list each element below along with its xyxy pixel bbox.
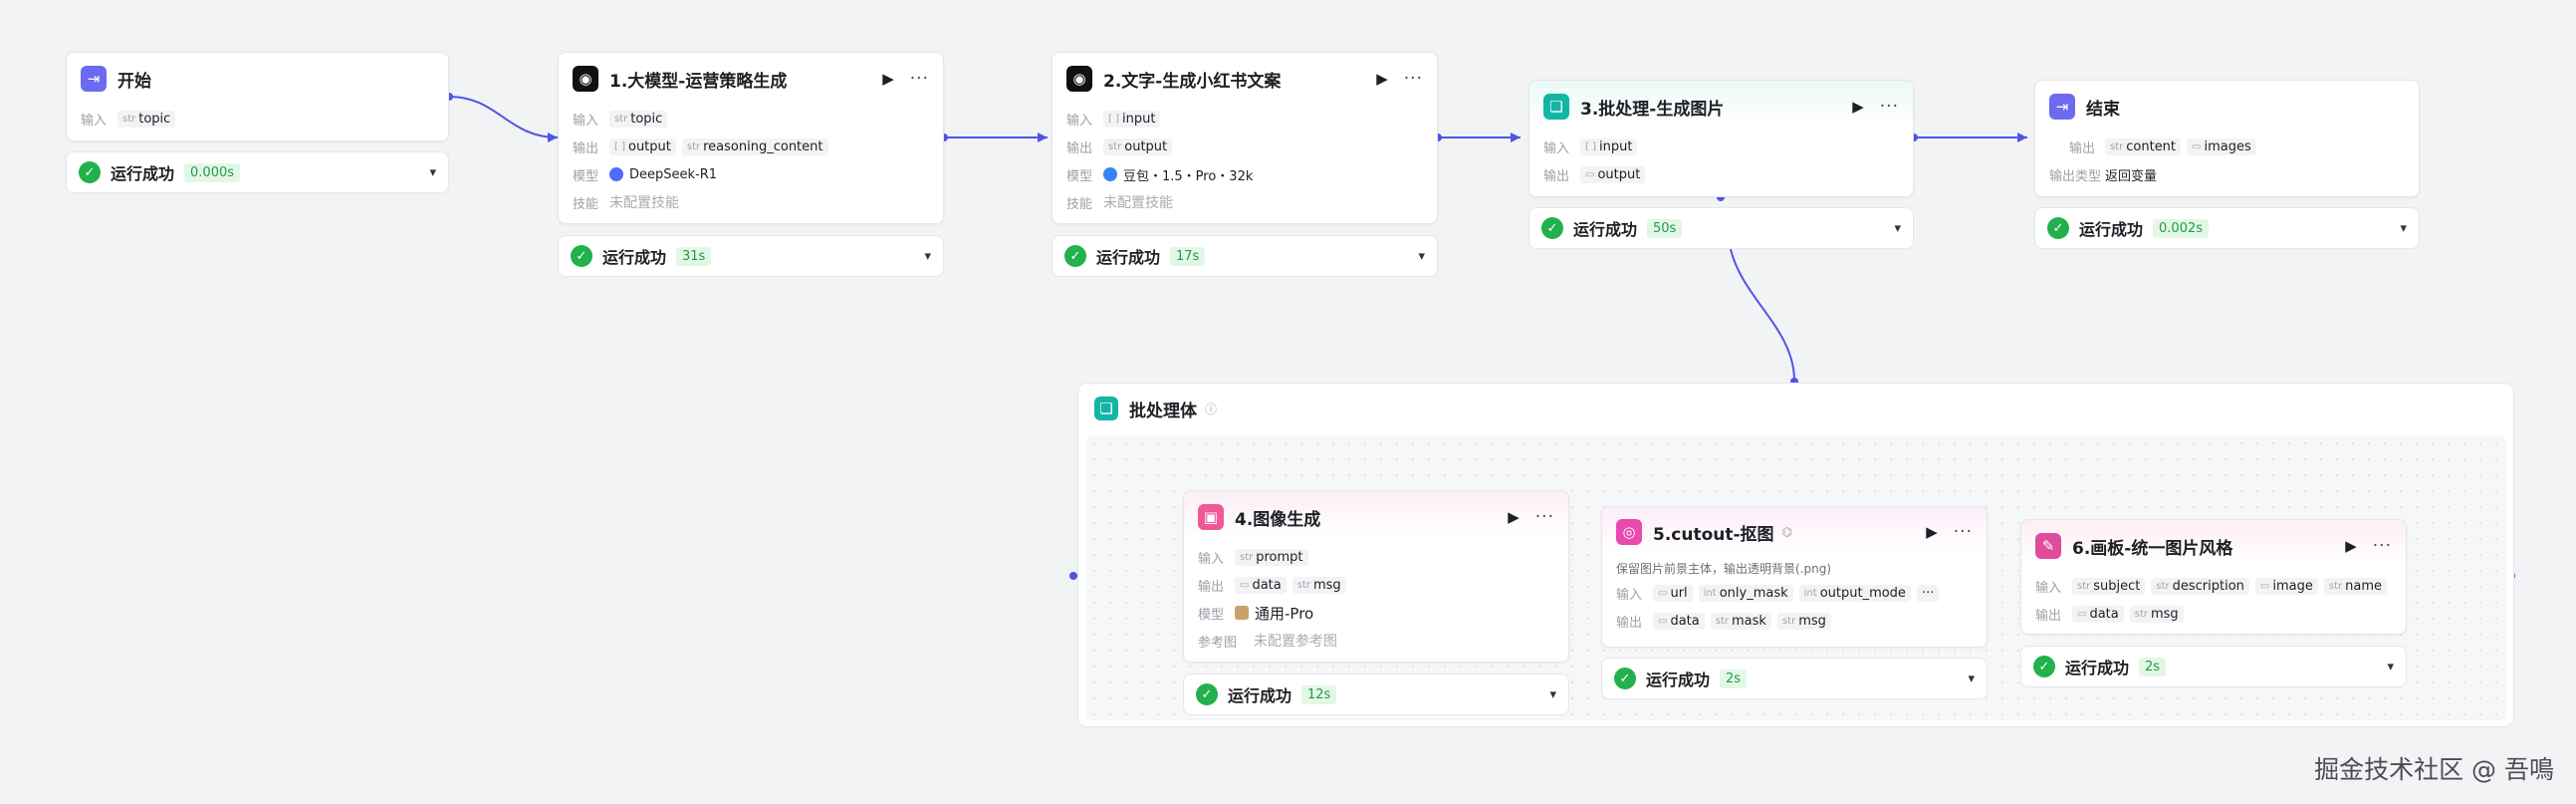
chevron-down-icon[interactable]: ▾ <box>429 164 436 180</box>
start-status[interactable]: ✓ 运行成功 0.000s ▾ <box>66 151 449 193</box>
run-icon[interactable]: ▶ <box>882 70 894 88</box>
image-type-icon: ▭ <box>2192 140 2202 152</box>
batch-node[interactable]: ❏ 3.批处理-生成图片 ▶ ··· 输入 [ ]input 输出 ▭outpu… <box>1528 80 1914 197</box>
more-icon[interactable]: ··· <box>1879 97 1899 117</box>
chevron-down-icon[interactable]: ▾ <box>2387 659 2394 674</box>
chevron-down-icon[interactable]: ▾ <box>1968 670 1975 686</box>
canvas-icon: ✎ <box>2035 533 2061 559</box>
start-icon: ⇥ <box>81 66 107 92</box>
more-icon[interactable]: ··· <box>1403 69 1423 89</box>
node-title: 开始 <box>117 71 151 92</box>
duration-badge: 0.000s <box>184 162 241 182</box>
chevron-down-icon[interactable]: ▾ <box>924 248 931 264</box>
edge-batch-group <box>1730 248 1795 382</box>
image-type-icon: ▭ <box>1658 615 1668 627</box>
end-icon: ⇥ <box>2049 94 2075 120</box>
run-icon[interactable]: ▶ <box>1852 98 1864 116</box>
check-circle-icon: ✓ <box>2047 217 2069 239</box>
batch-status[interactable]: ✓ 运行成功 50s ▾ <box>1528 207 1914 249</box>
cutout-icon: ◎ <box>1616 519 1642 545</box>
image-gen-icon: ▣ <box>1198 504 1224 530</box>
cutout-status[interactable]: ✓ 运行成功 2s ▾ <box>1601 658 1988 699</box>
llm-status[interactable]: ✓ 运行成功 31s ▾ <box>558 235 944 277</box>
info-icon[interactable]: ⓘ <box>1205 402 1218 416</box>
check-circle-icon: ✓ <box>1541 217 1563 239</box>
more-icon[interactable]: ··· <box>1953 522 1973 542</box>
chevron-down-icon[interactable]: ▾ <box>1894 220 1901 236</box>
llm-icon: ◉ <box>1066 66 1092 92</box>
run-icon[interactable]: ▶ <box>1376 70 1388 88</box>
text-status[interactable]: ✓ 运行成功 17s ▾ <box>1052 235 1438 277</box>
batch-icon: ❏ <box>1094 397 1118 420</box>
run-icon[interactable]: ▶ <box>1508 508 1520 526</box>
check-circle-icon: ✓ <box>1196 683 1218 705</box>
image-type-icon: ▭ <box>1240 579 1250 591</box>
end-status[interactable]: ✓ 运行成功 0.002s ▾ <box>2034 207 2420 249</box>
edge-start-llm <box>448 96 559 138</box>
run-icon[interactable]: ▶ <box>1926 523 1938 541</box>
image-type-icon: ▭ <box>1585 168 1595 180</box>
chevron-down-icon[interactable]: ▾ <box>2400 220 2407 236</box>
llm-icon: ◉ <box>573 66 598 92</box>
check-circle-icon: ✓ <box>79 161 101 183</box>
cutout-node[interactable]: ◎ 5.cutout-抠图 ⌬ ▶ ··· 保留图片前景主体，输出透明背景(.p… <box>1601 506 1988 648</box>
check-circle-icon: ✓ <box>1614 668 1636 689</box>
more-icon[interactable]: ··· <box>909 69 929 89</box>
doubao-logo-icon <box>1103 167 1117 181</box>
image-status[interactable]: ✓ 运行成功 12s ▾ <box>1183 673 1569 715</box>
more-icon[interactable]: ··· <box>2372 536 2392 556</box>
plugin-icon: ⌬ <box>1781 525 1793 539</box>
image-type-icon: ▭ <box>2259 580 2270 592</box>
image-type-icon: ▭ <box>1658 587 1668 599</box>
check-circle-icon: ✓ <box>571 245 592 267</box>
canvas-status[interactable]: ✓ 运行成功 2s ▾ <box>2020 646 2407 687</box>
run-icon[interactable]: ▶ <box>2345 537 2357 555</box>
more-icon[interactable]: ··· <box>1534 507 1554 527</box>
chevron-down-icon[interactable]: ▾ <box>1549 686 1556 702</box>
deepseek-logo-icon <box>609 167 623 181</box>
check-circle-icon: ✓ <box>2033 656 2055 677</box>
chevron-down-icon[interactable]: ▾ <box>1418 248 1425 264</box>
more-inputs-icon: ··· <box>1916 584 1940 602</box>
batch-icon: ❏ <box>1543 94 1569 120</box>
check-circle-icon: ✓ <box>1064 245 1086 267</box>
image-type-icon: ▭ <box>2077 608 2087 620</box>
model-avatar-icon <box>1235 606 1249 620</box>
watermark: 掘金技术社区 @ 吾鳴 <box>2314 755 2554 784</box>
